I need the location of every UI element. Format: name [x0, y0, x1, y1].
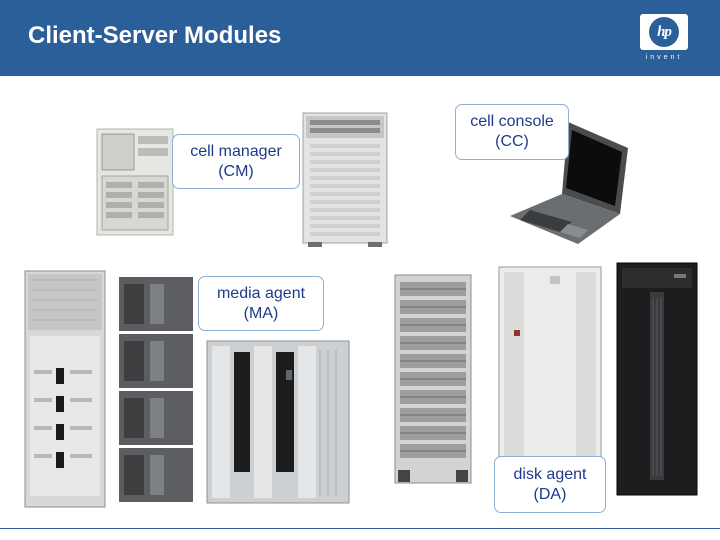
disk-agent-label: disk agent (DA): [494, 456, 606, 513]
black-server-rack-image: [616, 262, 698, 496]
cell-manager-name: cell manager: [190, 142, 282, 160]
media-agent-label: media agent (MA): [198, 276, 324, 331]
disk-agent-name: disk agent: [513, 465, 587, 483]
cell-manager-abbrev: (CM): [218, 162, 254, 180]
media-agent-name: media agent: [216, 284, 306, 302]
storage-cabinet-image: [498, 266, 602, 492]
hp-logo-circle: hp: [649, 17, 679, 47]
tower-server-image: [96, 128, 174, 236]
hp-logo-icon: hp: [640, 14, 688, 50]
cell-console-name: cell console: [470, 113, 554, 130]
cell-manager-label: cell manager (CM): [172, 134, 300, 189]
hp-logo-tagline: invent: [645, 54, 683, 61]
hp-logo-mark: hp: [657, 24, 672, 40]
media-agent-abbrev: (MA): [243, 304, 279, 322]
laptop-image: [510, 122, 628, 244]
rack-server-image: [302, 112, 388, 247]
title-bar: Client-Server Modules hp invent: [0, 0, 720, 76]
cell-console-label: cell console (CC): [455, 104, 569, 160]
footer-rule: [0, 528, 720, 529]
slide-title: Client-Server Modules: [28, 22, 282, 49]
tape-library-stack-image: [119, 277, 193, 502]
disk-agent-abbrev: (DA): [533, 485, 567, 503]
disk-array-rack-image: [394, 274, 472, 484]
tall-rack-cabinet-image: [24, 270, 106, 508]
tape-library-image: [206, 340, 350, 504]
cell-console-abbrev: (CC): [495, 133, 529, 150]
